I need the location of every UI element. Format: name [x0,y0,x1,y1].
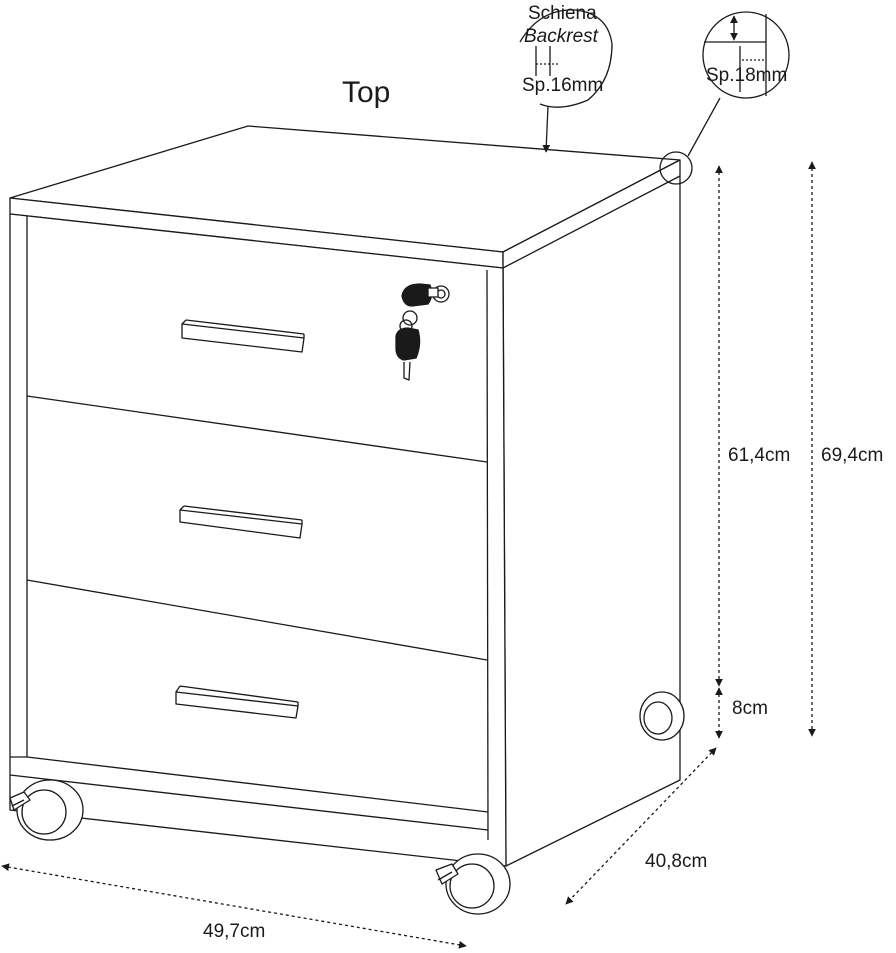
wheel-front-left [9,779,84,841]
cabinet [9,125,681,867]
height-wheels-label: 8cm [732,698,768,719]
depth-label: 40,8cm [645,851,708,872]
drawer-2-handle [179,509,303,539]
top-label: Top [342,76,391,109]
cabinet-side-panel [502,159,681,867]
wheel-back-right [639,691,685,741]
width-dimension [1,863,467,949]
drawer-1 [26,319,488,463]
height-body-label: 61,4cm [728,445,791,466]
lock-icon [395,283,450,381]
depth-dimension [565,747,717,905]
backrest-detail [519,9,613,153]
height-total-label: 69,4cm [821,445,884,466]
cabinet-front [9,213,507,867]
drawer-2 [26,505,488,661]
drawer-3-handle [175,691,299,719]
width-label: 49,7cm [203,921,266,942]
backrest-label-en: Backrest [524,26,598,47]
wheel-front-right [435,853,511,915]
side-panel-top-edge [502,175,681,269]
top-detail [659,11,790,185]
backrest-thickness-label: Sp.16mm [522,75,604,96]
drawer-1-handle [181,323,305,353]
drawer-3 [175,685,299,719]
backrest-label-it: Schiena [528,3,597,24]
top-thickness-label: Sp.18mm [706,65,788,86]
